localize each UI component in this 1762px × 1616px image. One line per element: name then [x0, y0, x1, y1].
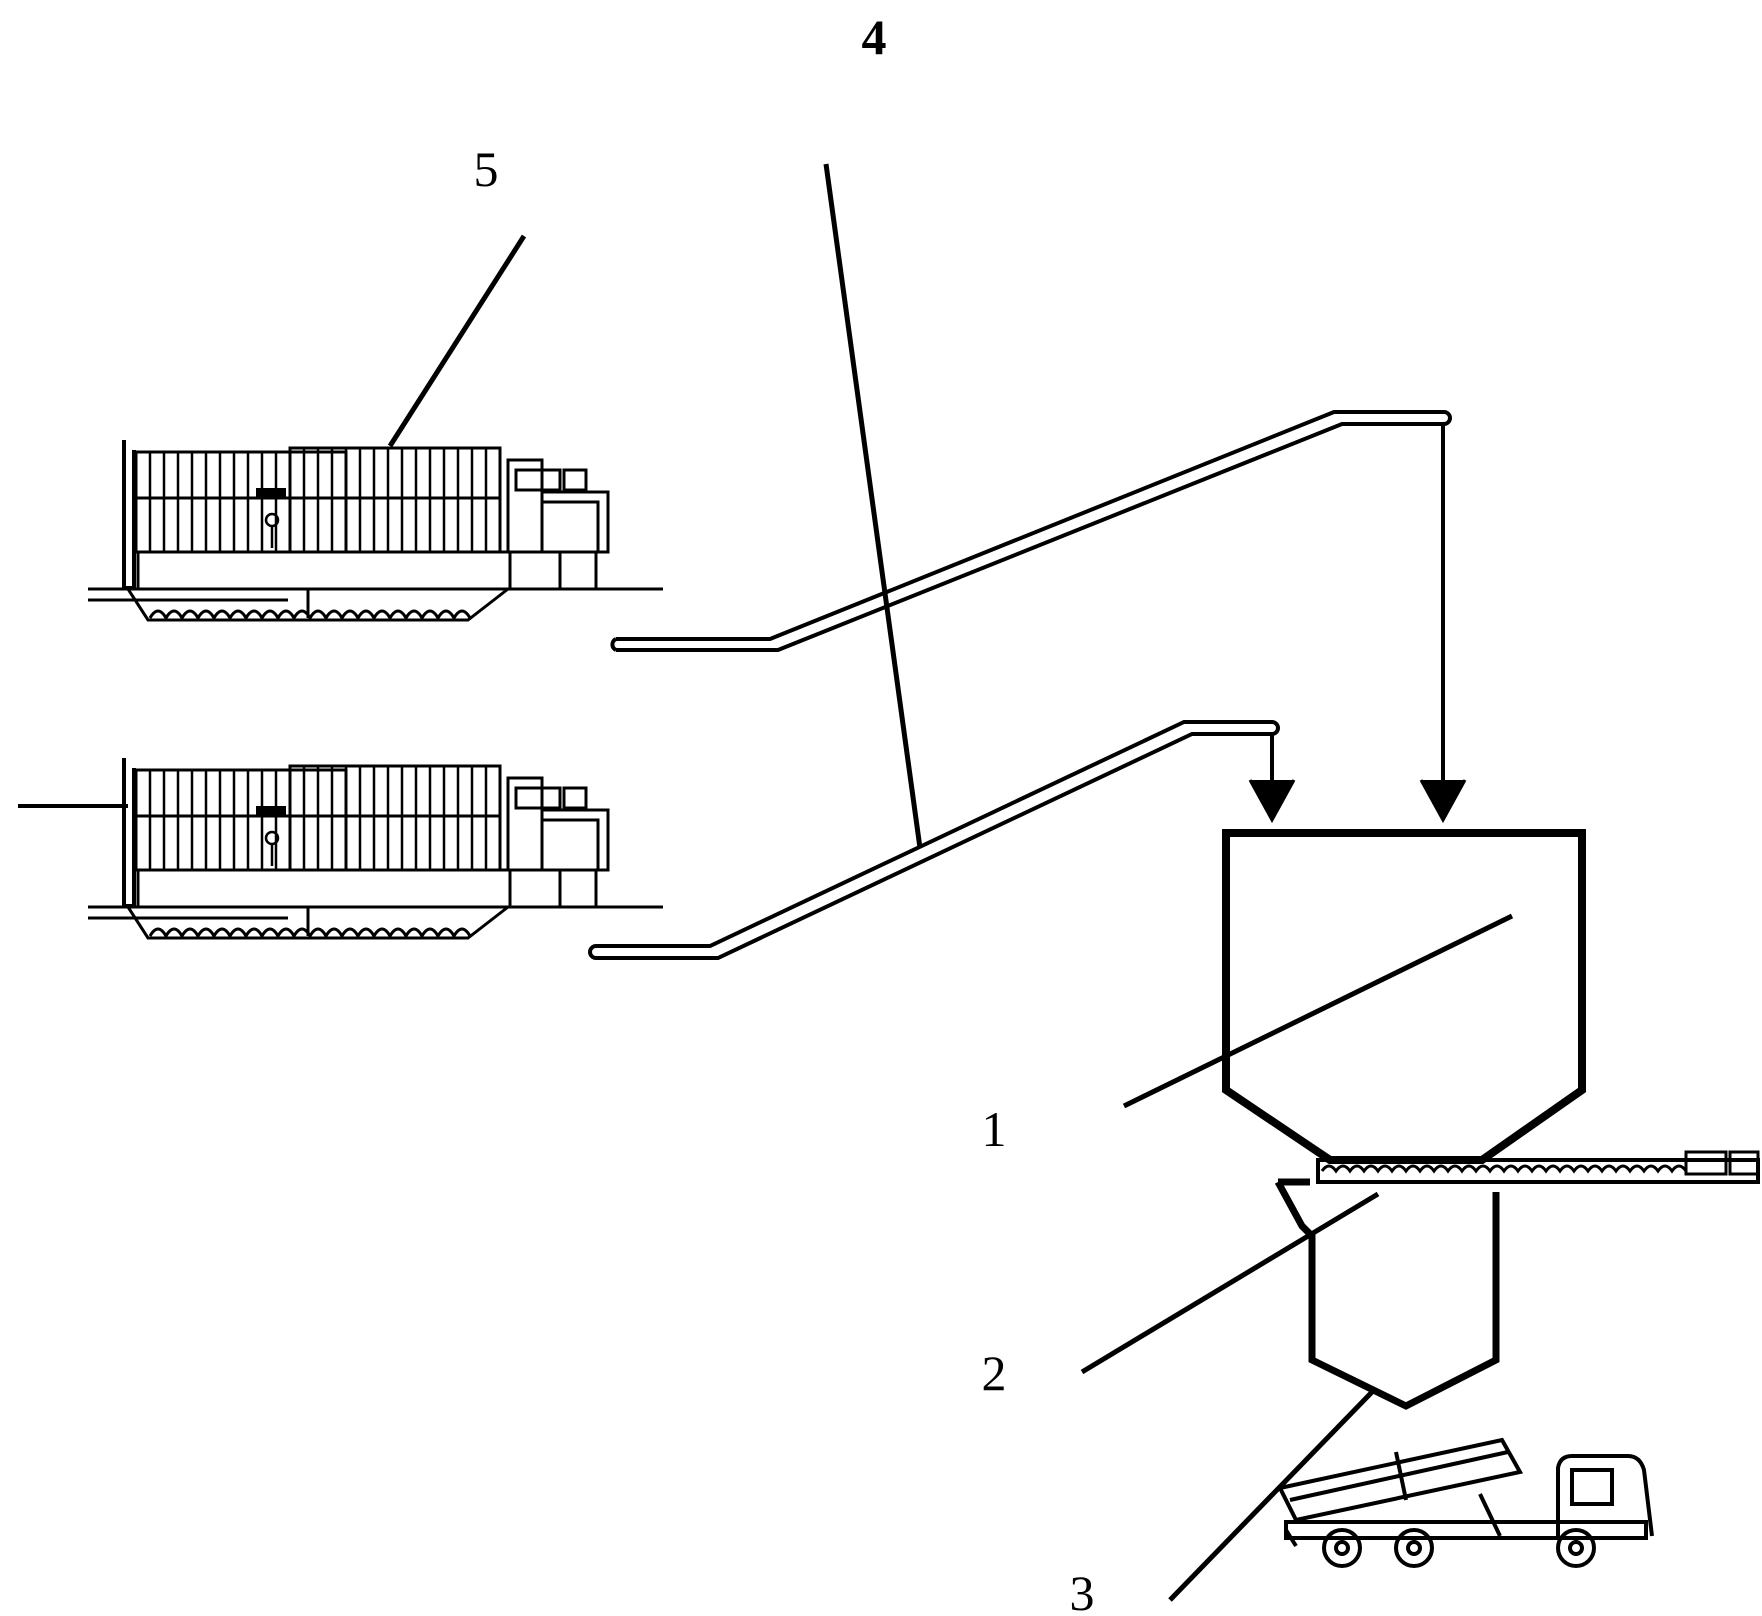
- leader-line-2: [1080, 1191, 1380, 1375]
- leader-line-4: [823, 163, 923, 849]
- label-4: 4: [862, 9, 887, 65]
- small-hopper: [1274, 1178, 1500, 1410]
- storage-hopper: [1222, 829, 1586, 1164]
- leader-lines: [387, 163, 1514, 1602]
- filter-press-bottom: [18, 758, 663, 940]
- belt-conveyor-top: [610, 410, 1467, 824]
- filter-press-top: [88, 440, 663, 622]
- label-5: 5: [474, 141, 499, 197]
- dump-truck-icon: [1277, 1437, 1654, 1568]
- leader-line-5: [387, 234, 527, 448]
- label-2: 2: [982, 1345, 1007, 1401]
- label-1: 1: [982, 1101, 1007, 1157]
- label-3: 3: [1070, 1565, 1095, 1616]
- belt-conveyor-bottom: [588, 720, 1296, 960]
- leader-line-1: [1122, 913, 1514, 1109]
- screw-conveyor: [1316, 1150, 1760, 1184]
- labels: 4 5 1 2 3: [474, 9, 1095, 1616]
- leader-line-3: [1168, 1390, 1374, 1602]
